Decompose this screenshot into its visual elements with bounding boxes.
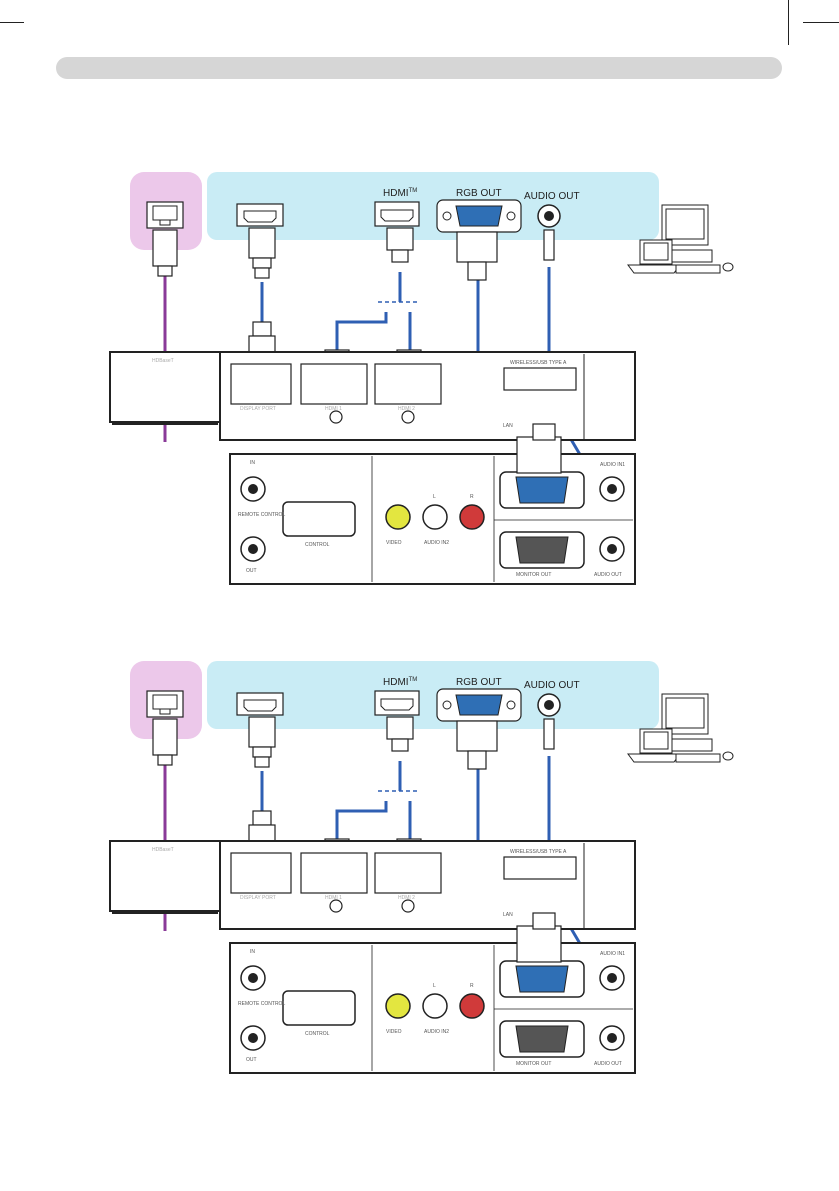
audio-in2-label: AUDIO IN2: [424, 540, 450, 546]
section-header-bar: [56, 57, 782, 79]
in-label: IN: [250, 949, 255, 955]
rgb-out-port-icon: [436, 199, 522, 233]
wireless-usb-label: WIRELESS/USB TYPE A: [510, 360, 567, 366]
displayport-out-icon: [236, 692, 284, 716]
hdmi-label: HDMITM: [383, 188, 418, 199]
hdmi-out-icon: [374, 690, 420, 716]
displayport-out-icon: [236, 203, 284, 227]
r-label: R: [470, 494, 474, 500]
in-label: IN: [250, 460, 255, 466]
l-label: L: [433, 494, 436, 500]
monitor-out-label: MONITOR OUT: [516, 572, 552, 578]
hdbaset-label: HDBaseT: [152, 358, 174, 364]
connection-diagram-1: HDMITM RGB OUT AUDIO OUT HDBaseT DISPLAY…: [0, 172, 839, 612]
audio-in1-label: AUDIO IN1: [600, 951, 626, 957]
display-port-label: DISPLAY PORT: [240, 406, 276, 412]
crop-mark: [0, 22, 24, 23]
audio-out-label: AUDIO OUT: [524, 680, 580, 691]
control-label: CONTROL: [305, 542, 330, 548]
hdbaset-receiver: [109, 351, 221, 423]
l-label: L: [433, 983, 436, 989]
video-label: VIDEO: [386, 1029, 402, 1035]
remote-control-label: REMOTE CONTROL: [238, 512, 286, 518]
hdmi2-label: HDMI 2: [398, 406, 415, 412]
computer-icon: [627, 204, 734, 274]
hdbaset-label: HDBaseT: [152, 847, 174, 853]
audio-in1-label: AUDIO IN1: [600, 462, 626, 468]
audio-out-port-label: AUDIO OUT: [594, 572, 622, 578]
crop-mark: [788, 0, 789, 45]
remote-control-label: REMOTE CONTROL: [238, 1001, 286, 1007]
lan-label: LAN: [503, 912, 513, 918]
display-port-label: DISPLAY PORT: [240, 895, 276, 901]
hdmi-out-icon: [374, 201, 420, 227]
hdmi-label: HDMITM: [383, 677, 418, 688]
hdmi2-label: HDMI 2: [398, 895, 415, 901]
connection-diagram-2: HDMITM RGB OUT AUDIO OUT HDBaseT DISPLAY…: [0, 661, 839, 1101]
control-label: CONTROL: [305, 1031, 330, 1037]
audio-out-jack-icon: [537, 204, 561, 228]
monitor-out-label: MONITOR OUT: [516, 1061, 552, 1067]
out-label: OUT: [246, 1057, 257, 1063]
rgb-out-port-icon: [436, 688, 522, 722]
hdmi1-label: HDMI 1: [325, 895, 342, 901]
hdmi-cable: [335, 272, 420, 370]
audio-out-port-label: AUDIO OUT: [594, 1061, 622, 1067]
rj45-jack-icon: [146, 690, 184, 718]
out-label: OUT: [246, 568, 257, 574]
hdmi1-label: HDMI 1: [325, 406, 342, 412]
wireless-usb-label: WIRELESS/USB TYPE A: [510, 849, 567, 855]
r-label: R: [470, 983, 474, 989]
audio-out-jack-icon: [537, 693, 561, 717]
rj45-jack-icon: [146, 201, 184, 229]
video-label: VIDEO: [386, 540, 402, 546]
rgb-out-label: RGB OUT: [456, 677, 502, 688]
rgb-out-label: RGB OUT: [456, 188, 502, 199]
audio-out-label: AUDIO OUT: [524, 191, 580, 202]
lan-label: LAN: [503, 423, 513, 429]
crop-mark: [803, 22, 839, 23]
computer-icon: [627, 693, 734, 763]
hdbaset-receiver: [109, 840, 221, 912]
audio-in2-label: AUDIO IN2: [424, 1029, 450, 1035]
